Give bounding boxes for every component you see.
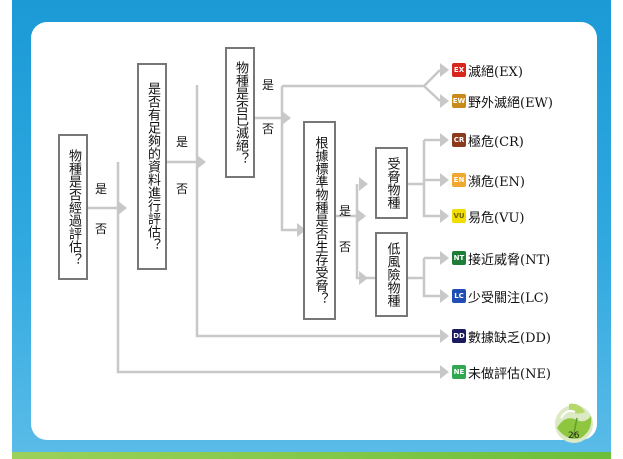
outcome-ew: EW 野外滅絕(EW) — [452, 92, 553, 111]
outcome-vu: VU 易危(VU) — [452, 207, 525, 226]
yes-label-1: 是 — [95, 182, 108, 196]
cr-badge-icon: CR — [452, 133, 466, 147]
outcome-label: 瀕危(EN) — [468, 174, 526, 190]
outcome-label: 少受關注(LC) — [468, 290, 549, 306]
outcome-en: EN 瀕危(EN) — [452, 171, 526, 190]
box-threatened-by-criteria: 根據標準物種是否生存受脅？ — [303, 121, 336, 320]
yes-label-3: 是 — [262, 78, 275, 92]
outcome-ne: NE 未做評估(NE) — [452, 363, 552, 382]
no-label-4: 否 — [339, 240, 352, 254]
bottom-strip — [12, 452, 611, 459]
outcome-dd: DD 數據缺乏(DD) — [452, 327, 551, 346]
outcome-label: 接近威脅(NT) — [468, 252, 551, 268]
ex-badge-icon: EX — [452, 63, 466, 77]
outcome-nt: NT 接近威脅(NT) — [452, 249, 551, 268]
box-threatened-species: 受脅物種 — [375, 147, 408, 219]
outcome-label: 極危(CR) — [468, 134, 524, 150]
outcome-label: 易危(VU) — [468, 210, 525, 226]
no-label-2: 否 — [176, 182, 189, 196]
page-number: 26 — [568, 431, 580, 441]
ew-badge-icon: EW — [452, 94, 466, 108]
outcome-lc: LC 少受關注(LC) — [452, 287, 549, 306]
outcome-cr: CR 極危(CR) — [452, 131, 524, 150]
outcome-label: 數據缺乏(DD) — [468, 330, 551, 346]
lc-badge-icon: LC — [452, 289, 466, 303]
box-enough-data: 是否有足夠的資料進行評估？ — [137, 63, 167, 270]
en-badge-icon: EN — [452, 173, 466, 187]
yes-label-4: 是 — [339, 204, 352, 218]
box-species-evaluated: 物種是否經過評估？ — [58, 134, 88, 280]
no-label-1: 否 — [95, 222, 108, 236]
outcome-label: 未做評估(NE) — [468, 366, 552, 382]
box-species-extinct: 物種是否已滅絕？ — [225, 47, 255, 178]
dd-badge-icon: DD — [452, 329, 466, 343]
vu-badge-icon: VU — [452, 209, 466, 223]
globe-leaf-logo-icon — [555, 403, 593, 443]
ne-badge-icon: NE — [452, 365, 466, 379]
outcome-label: 野外滅絕(EW) — [468, 95, 553, 111]
box-low-risk-species: 低風險物種 — [375, 232, 408, 317]
yes-label-2: 是 — [176, 135, 189, 149]
outcome-label: 滅絕(EX) — [468, 64, 523, 80]
no-label-3: 否 — [262, 122, 275, 136]
nt-badge-icon: NT — [452, 251, 466, 265]
outcome-ex: EX 滅絕(EX) — [452, 61, 523, 80]
